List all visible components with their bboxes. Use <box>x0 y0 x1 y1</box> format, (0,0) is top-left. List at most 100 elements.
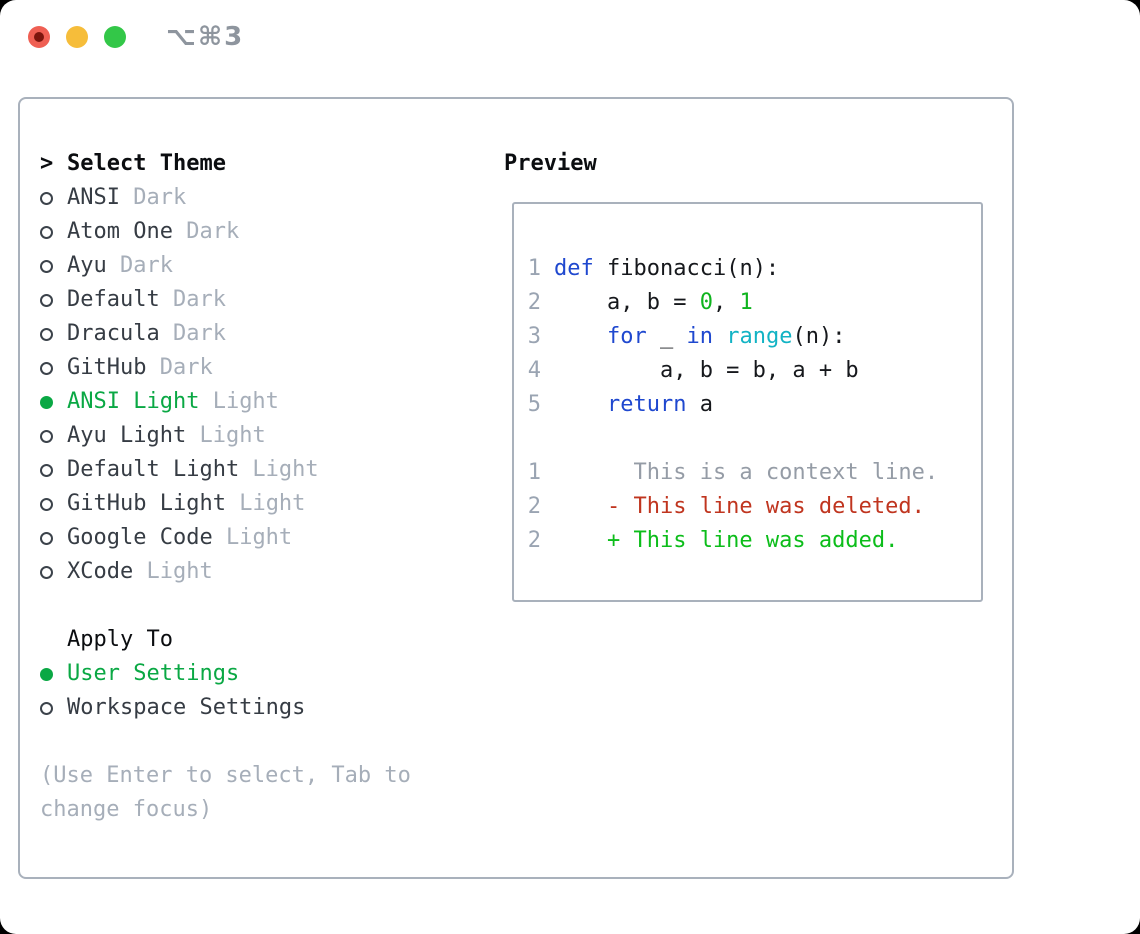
close-button-dot <box>34 32 44 42</box>
line-number: 4 <box>527 358 541 383</box>
theme-name: Dracula <box>67 321 160 346</box>
line-number: 3 <box>527 324 541 349</box>
code-line: 3 for _ in range(n): <box>527 320 981 354</box>
radio-icon <box>40 701 53 715</box>
theme-option[interactable]: Default Dark <box>40 283 411 317</box>
theme-option[interactable]: XCode Light <box>40 555 411 589</box>
cursor-indicator: > <box>40 151 54 176</box>
radio-cell <box>40 565 67 579</box>
close-button[interactable] <box>28 26 50 48</box>
radio-selected-icon <box>40 667 53 681</box>
code-segment-context: This is a context line. <box>554 460 939 485</box>
theme-name: Default <box>67 287 160 312</box>
code-segment-plain: a, b = <box>554 290 700 315</box>
theme-name: Atom One <box>67 219 173 244</box>
radio-cell <box>40 259 67 273</box>
theme-name: Google Code <box>67 525 213 550</box>
theme-variant: Dark <box>146 355 213 380</box>
apply-to-option[interactable]: Workspace Settings <box>40 691 411 725</box>
theme-variant: Light <box>199 389 279 414</box>
radio-icon <box>40 225 53 239</box>
code-text: This is a context line. <box>554 456 938 490</box>
theme-name: Default Light <box>67 457 240 482</box>
theme-name: GitHub Light <box>67 491 226 516</box>
code-segment-plain <box>713 324 726 349</box>
radio-icon <box>40 429 53 443</box>
code-text: + This line was added. <box>554 524 898 558</box>
radio-icon <box>40 565 53 579</box>
radio-cell <box>40 531 67 545</box>
theme-option[interactable]: Ayu Light Light <box>40 419 411 453</box>
theme-name: Ayu <box>67 253 107 278</box>
spacer <box>40 589 411 623</box>
theme-variant: Dark <box>172 219 240 244</box>
code-segment-plain: a, b = b, a + b <box>554 358 859 383</box>
apply-to-option[interactable]: User Settings <box>40 657 411 691</box>
zoom-button[interactable] <box>104 26 126 48</box>
theme-option[interactable]: ANSI Dark <box>40 181 411 215</box>
code-segment-keyword: def <box>554 256 594 281</box>
code-text: a, b = 0, 1 <box>554 286 753 320</box>
radio-selected-icon <box>40 395 53 409</box>
code-segment-plain: (n): <box>792 324 846 349</box>
preview-header-row: Preview <box>504 147 597 181</box>
theme-variant: Light <box>212 525 293 550</box>
code-line: 2 + This line was added. <box>527 524 981 558</box>
theme-option[interactable]: Default Light Light <box>40 453 411 487</box>
line-number: 2 <box>527 494 541 519</box>
line-number: 1 <box>527 256 541 281</box>
code-segment-number: 0 <box>699 290 713 315</box>
radio-cell <box>40 701 67 715</box>
theme-variant: Dark <box>106 253 173 278</box>
code-segment-keyword: return <box>606 392 687 417</box>
theme-option[interactable]: ANSI Light Light <box>40 385 411 419</box>
code-text: def fibonacci(n): <box>554 252 779 286</box>
code-segment-keyword: in <box>686 324 713 349</box>
preview-header: Preview <box>504 151 597 176</box>
radio-cell <box>40 191 67 205</box>
radio-icon <box>40 463 53 477</box>
theme-name: ANSI <box>67 185 120 210</box>
radio-icon <box>40 531 53 545</box>
apply-to-label: User Settings <box>67 661 240 686</box>
select-theme-header-row: >Select Theme <box>40 147 411 181</box>
line-number: 1 <box>527 460 541 485</box>
code-line: 1 This is a context line. <box>527 456 981 490</box>
radio-cell <box>40 463 67 477</box>
theme-option[interactable]: Ayu Dark <box>40 249 411 283</box>
theme-option[interactable]: Dracula Dark <box>40 317 411 351</box>
radio-cell <box>40 293 67 307</box>
theme-option[interactable]: GitHub Light Light <box>40 487 411 521</box>
code-line <box>527 422 981 456</box>
radio-cell <box>40 667 67 681</box>
radio-cell <box>40 497 67 511</box>
radio-icon <box>40 497 53 511</box>
help-line: change focus) <box>40 797 213 822</box>
code-line: 1 def fibonacci(n): <box>527 252 981 286</box>
window-title: ⌥⌘3 <box>166 22 245 52</box>
minimize-button[interactable] <box>66 26 88 48</box>
help-line: (Use Enter to select, Tab to <box>40 763 411 788</box>
radio-icon <box>40 361 53 375</box>
code-text: - This line was deleted. <box>554 490 925 524</box>
theme-variant: Dark <box>159 321 226 346</box>
code-line: 5 return a <box>527 388 981 422</box>
code-segment-builtin: range <box>726 324 793 349</box>
radio-cell <box>40 327 67 341</box>
help-text: (Use Enter to select, Tab to change focus… <box>40 759 411 827</box>
line-number: 5 <box>527 392 541 417</box>
radio-icon <box>40 293 53 307</box>
code-line: 2 a, b = 0, 1 <box>527 286 981 320</box>
theme-option[interactable]: Google Code Light <box>40 521 411 555</box>
theme-option[interactable]: Atom One Dark <box>40 215 411 249</box>
line-number <box>527 422 541 456</box>
theme-option[interactable]: GitHub Dark <box>40 351 411 385</box>
radio-icon <box>40 259 53 273</box>
code-text: for _ in range(n): <box>554 320 845 354</box>
radio-icon <box>40 191 53 205</box>
code-segment-plain <box>554 392 607 417</box>
theme-variant: Light <box>133 559 213 584</box>
